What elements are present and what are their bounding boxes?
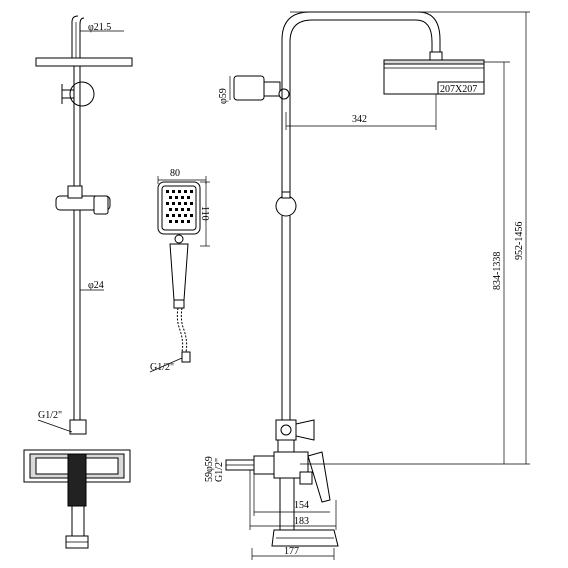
- inlet-left-label: G1/2": [38, 410, 62, 421]
- handshower-width-label: 80: [170, 168, 180, 179]
- top-pipe: [71, 15, 79, 58]
- mixer-handle-front: [67, 453, 87, 507]
- front-view: φ21.5 φ24 G1/2": [23, 15, 133, 549]
- side-view: 207X207 φ59 342 59φ59 G1/2": [204, 11, 530, 560]
- wall-mount: [233, 75, 265, 101]
- dim-154-label: 154: [294, 500, 309, 511]
- mixer-lever: [307, 451, 331, 503]
- upper-bracket: [69, 81, 95, 107]
- handshower-handle: [169, 243, 189, 301]
- handshower-height-label: 110: [199, 206, 210, 221]
- nozzle-grid: [166, 190, 193, 223]
- inlet-thread-label: G1/2": [214, 458, 225, 482]
- hand-shower-view: 80 110 G1/2": [149, 168, 210, 373]
- wall-mount-dia-label: φ59: [218, 88, 229, 104]
- hose-thread-label: G1/2": [150, 362, 174, 373]
- slider-knob: [275, 195, 297, 217]
- shower-head-front: [35, 57, 133, 67]
- top-pipe-dia-label: φ21.5: [88, 22, 111, 33]
- bar-dia-label: φ24: [88, 280, 104, 291]
- overall-height-label: 952-1456: [514, 222, 525, 260]
- dim-183-label: 183: [294, 516, 309, 527]
- head-size-label: 207X207: [440, 84, 477, 95]
- inlet-connector: [69, 419, 87, 435]
- inlet-size-label: 59φ59: [204, 456, 215, 482]
- dim-177-label: 177: [284, 546, 299, 557]
- bar-height-label: 834-1338: [492, 252, 503, 290]
- arm-reach-label: 342: [352, 114, 367, 125]
